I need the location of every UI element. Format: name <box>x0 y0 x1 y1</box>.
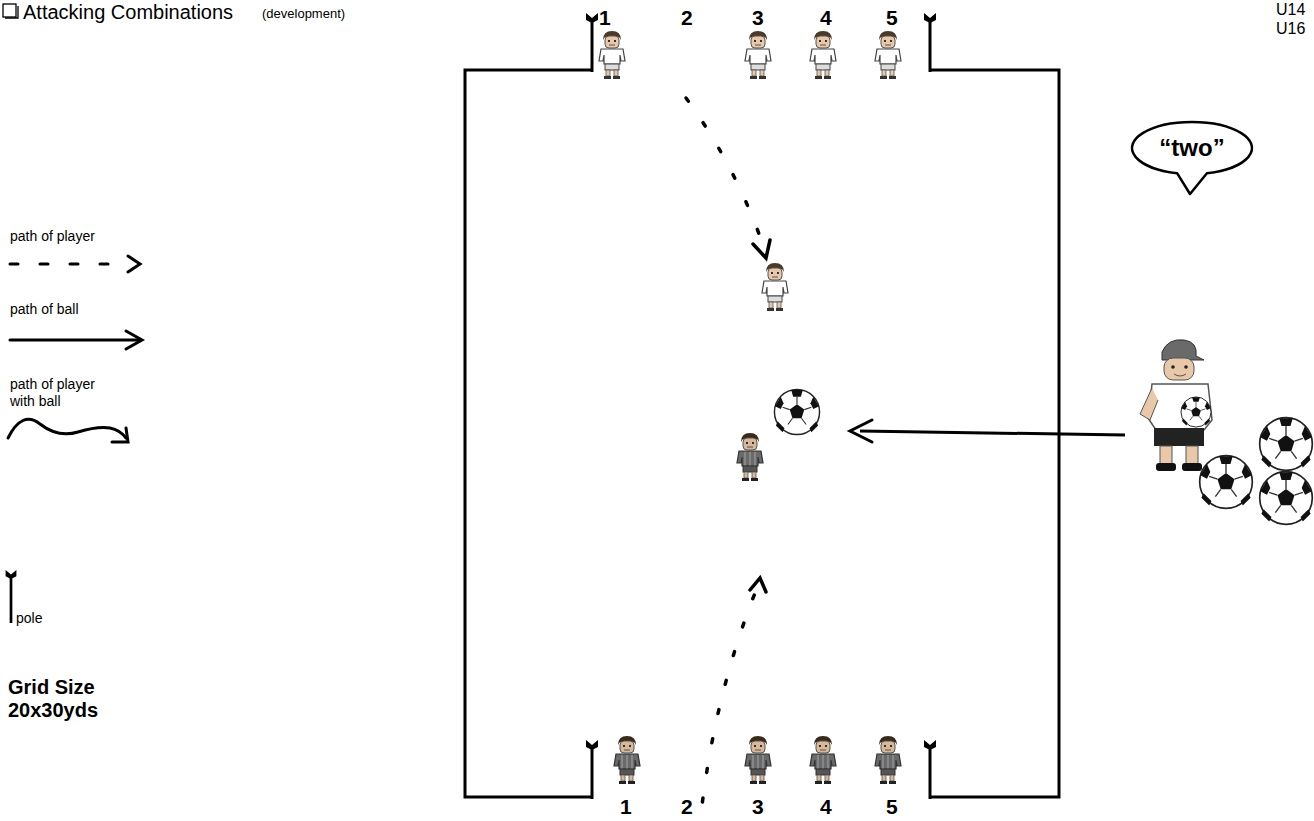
age-group-box: U14 <box>1276 1 1305 19</box>
callout-number: 1 <box>620 795 632 818</box>
callout-number-box: 5 <box>886 795 898 819</box>
legend-text-box: path of player with ball <box>10 376 106 410</box>
speech-bubble: “two” <box>1130 120 1254 176</box>
callout-number: 2 <box>681 795 693 818</box>
callout-number: 3 <box>752 795 764 818</box>
subtitle-box: (development) <box>262 6 345 21</box>
legend-text: path of player <box>10 228 95 244</box>
callout-number-box: 2 <box>681 6 693 30</box>
legend-text-box: path of ball <box>10 301 79 317</box>
subtitle: (development) <box>262 6 345 21</box>
callout-number-box: 2 <box>681 795 693 819</box>
legend-text-box: pole <box>16 610 42 626</box>
callout-number: 5 <box>886 795 898 818</box>
callout-number-box: 1 <box>620 795 632 819</box>
legend-text-box: path of player <box>10 228 95 244</box>
callout-number: 1 <box>599 6 611 29</box>
bubble-shape <box>1132 122 1252 194</box>
drill-title-box: Attacking Combinations <box>23 1 233 24</box>
callout-number-box: 1 <box>599 6 611 30</box>
callout-number: 4 <box>820 795 832 818</box>
callout-number-box: 4 <box>820 795 832 819</box>
legend-text: pole <box>16 610 42 626</box>
callout-number-box: 5 <box>886 6 898 30</box>
callout-number: 5 <box>886 6 898 29</box>
age-group: U14 <box>1276 1 1305 18</box>
bubble-text: “two” <box>1159 134 1224 162</box>
callout-number: 3 <box>752 6 764 29</box>
callout-number-box: 3 <box>752 795 764 819</box>
callout-number-box: 4 <box>820 6 832 30</box>
grid-size: Grid Size 20x30yds <box>8 676 98 721</box>
callout-number: 4 <box>820 6 832 29</box>
legend-text: path of player with ball <box>10 376 95 409</box>
callout-number: 2 <box>681 6 693 29</box>
callout-number-box: 3 <box>752 6 764 30</box>
drill-title: Attacking Combinations <box>23 1 233 23</box>
grid-size-box: Grid Size 20x30yds <box>8 676 118 722</box>
age-group-box: U16 <box>1276 20 1305 38</box>
legend-text: path of ball <box>10 301 79 317</box>
age-group: U16 <box>1276 20 1305 37</box>
